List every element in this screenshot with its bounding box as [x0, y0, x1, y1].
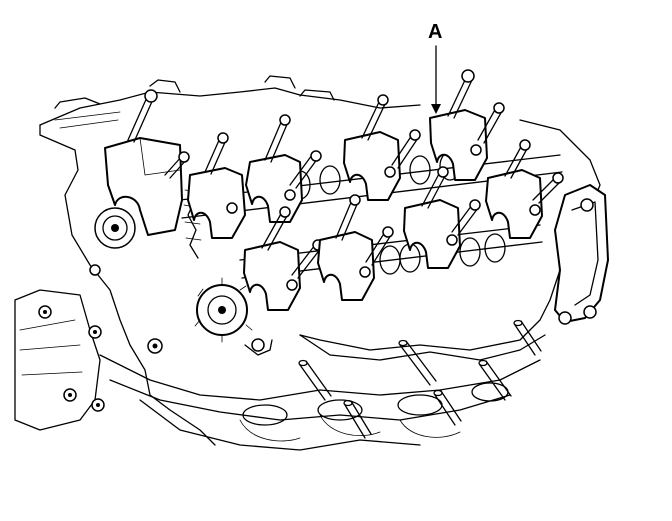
bolt-head	[147, 338, 163, 354]
bearing-cap-lower-4	[485, 139, 564, 239]
stud	[513, 319, 542, 356]
bearing-cap-lower-2	[317, 194, 394, 301]
bolt-head	[88, 325, 102, 339]
manifold-studs	[298, 319, 542, 439]
rear-bracket	[554, 184, 609, 325]
bearing-cap-upper-1	[187, 132, 246, 239]
lower-block	[14, 289, 541, 451]
stud	[433, 389, 462, 426]
bolt-head	[63, 388, 77, 402]
callout-arrow	[431, 45, 441, 114]
bearing-cap-upper-3	[343, 94, 421, 201]
camshaft-seal	[94, 207, 136, 249]
front-bearing-cap	[104, 89, 190, 236]
bearing-cap-upper-2	[245, 114, 322, 223]
bolt-head	[91, 398, 105, 412]
bearing-cap-lower-1	[243, 206, 324, 311]
cylinder-head-outline	[39, 75, 601, 446]
stud	[298, 359, 332, 401]
stud	[398, 339, 437, 386]
bolt-head	[89, 264, 101, 276]
callout-label-a: A	[428, 21, 443, 43]
side-bolts	[38, 232, 163, 412]
bearing-cap-upper-4	[429, 69, 505, 181]
bolt-head	[38, 305, 52, 319]
stud	[478, 359, 512, 401]
timing-sprocket	[183, 179, 273, 356]
stud	[343, 399, 372, 439]
bearing-cap-lower-3	[403, 166, 481, 269]
